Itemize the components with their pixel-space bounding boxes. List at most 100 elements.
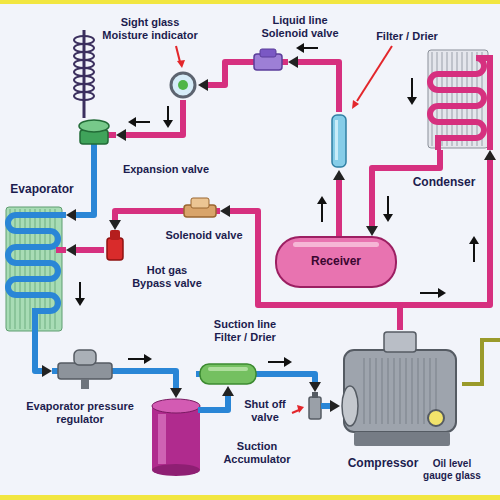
compressor-part [364,358,365,424]
liquid-solenoid-valve-picture [248,48,288,76]
pipe-line [208,62,248,85]
pipe-arrowhead [220,205,230,217]
hot-gas-bypass-valve-picture [104,230,126,260]
evaporator-part [15,209,16,329]
flow-arrow-head [407,97,417,105]
sight-glass-picture [168,70,198,100]
flow-arrow-head [469,236,479,244]
part-label: Shut off valve [240,398,290,423]
part-label: Suction Accumulator [212,440,302,465]
compressor-part [342,386,358,426]
flow-arrow-head [296,43,304,53]
shut-off-valve: Shut off valve [305,392,325,420]
flow-arrow-head [438,288,446,298]
flow-arrow-head [284,357,292,367]
sight-glass-part [178,80,188,90]
pipe-line [298,62,339,112]
evaporator-part [20,209,21,329]
part-label: Compressor [346,457,420,471]
leader-head [352,100,359,109]
pipe-line [35,333,42,371]
suction-accumulator: Suction Accumulator [148,398,204,476]
compressor-part [394,358,395,424]
pipe-arrowhead [366,226,378,236]
condenser-part [477,52,478,146]
pipe-arrowhead [330,400,340,412]
suction-filter-drier-part [208,367,248,371]
pipe-line [325,403,330,409]
flow-arrow [128,358,145,360]
evaporator: Evaporator [4,205,66,333]
flow-arrow-head [128,117,136,127]
pipe-connector [333,170,345,236]
label-frame: Oil level gauge glass [420,458,484,481]
frame-band [0,495,500,500]
label-frame: Suction line Filter / Drier [205,318,285,343]
pipe-connector [288,56,339,112]
compressor-part [418,358,419,424]
label-frame: Condenser [404,176,484,190]
pipe-connector [116,100,183,141]
condenser-part [428,50,488,148]
capillary-coil [74,60,94,68]
pipe-arrowhead [42,365,52,377]
condenser-part [430,58,490,150]
hot-gas-bypass-valve: Hot gas Bypass valve [104,230,126,260]
flow-arrow-head [317,196,327,204]
compressor-part [406,358,407,424]
suction-accumulator-part [158,414,166,464]
part-label: Liquid line Solenoid valve [250,14,350,39]
pipe-connector [109,211,180,230]
pipe-line [118,371,176,388]
compressor-part [344,350,456,432]
flow-arrow [473,243,475,262]
condenser-part [462,52,463,146]
flow-arrow-head [75,298,85,306]
pipe-connector [198,62,248,91]
evaporator-part [8,215,66,333]
evaporator-part [25,209,26,329]
hot-gas-bypass-valve-part [107,238,123,260]
capillary-coil [74,44,94,52]
pipe-line [230,211,400,330]
label-frame: Sight glass Moisture indicator [100,16,200,41]
suction-accumulator-picture [148,398,204,476]
condenser: Condenser [426,48,496,150]
capillary-coil [74,52,94,60]
pipe-connector [325,400,340,412]
compressor-part [382,358,383,424]
part-label: Evaporator pressure regulator [20,400,140,425]
compressor-picture [340,330,462,452]
flow-arrow [303,47,318,49]
pipe-connector [400,150,496,330]
compressor-part [370,358,371,424]
pipe-connector [366,150,440,236]
pipe-line [400,160,490,330]
condenser-part [457,52,458,146]
pipe-arrowhead [116,129,126,141]
pipe-line [76,247,104,253]
label-frame: Evaporator [4,183,80,197]
label-frame: Filter / Drier [362,30,452,43]
shut-off-valve-picture [305,392,325,420]
label-frame: Liquid line Solenoid valve [250,14,350,39]
evaporator-part [30,209,31,329]
capillary-coil [74,76,94,84]
capillary-coil [74,36,94,44]
receiver-tank: Receiver [275,236,397,288]
solenoid-valve-picture [180,198,220,224]
compressor: Compressor [340,330,462,452]
expansion-valve-part [79,120,109,132]
condenser-part [437,52,438,146]
pipe-arrowhead [109,220,121,230]
capillary-coil [74,68,94,76]
oil-line [462,340,500,384]
pipe-arrowhead [288,56,298,68]
pipe-connector [118,371,182,398]
condenser-part [472,52,473,146]
compressor-part [388,358,389,424]
part-label: Expansion valve [116,163,216,176]
label-frame: Shut off valve [240,398,290,423]
capillary-coil [74,84,94,92]
leader-line [357,46,392,101]
